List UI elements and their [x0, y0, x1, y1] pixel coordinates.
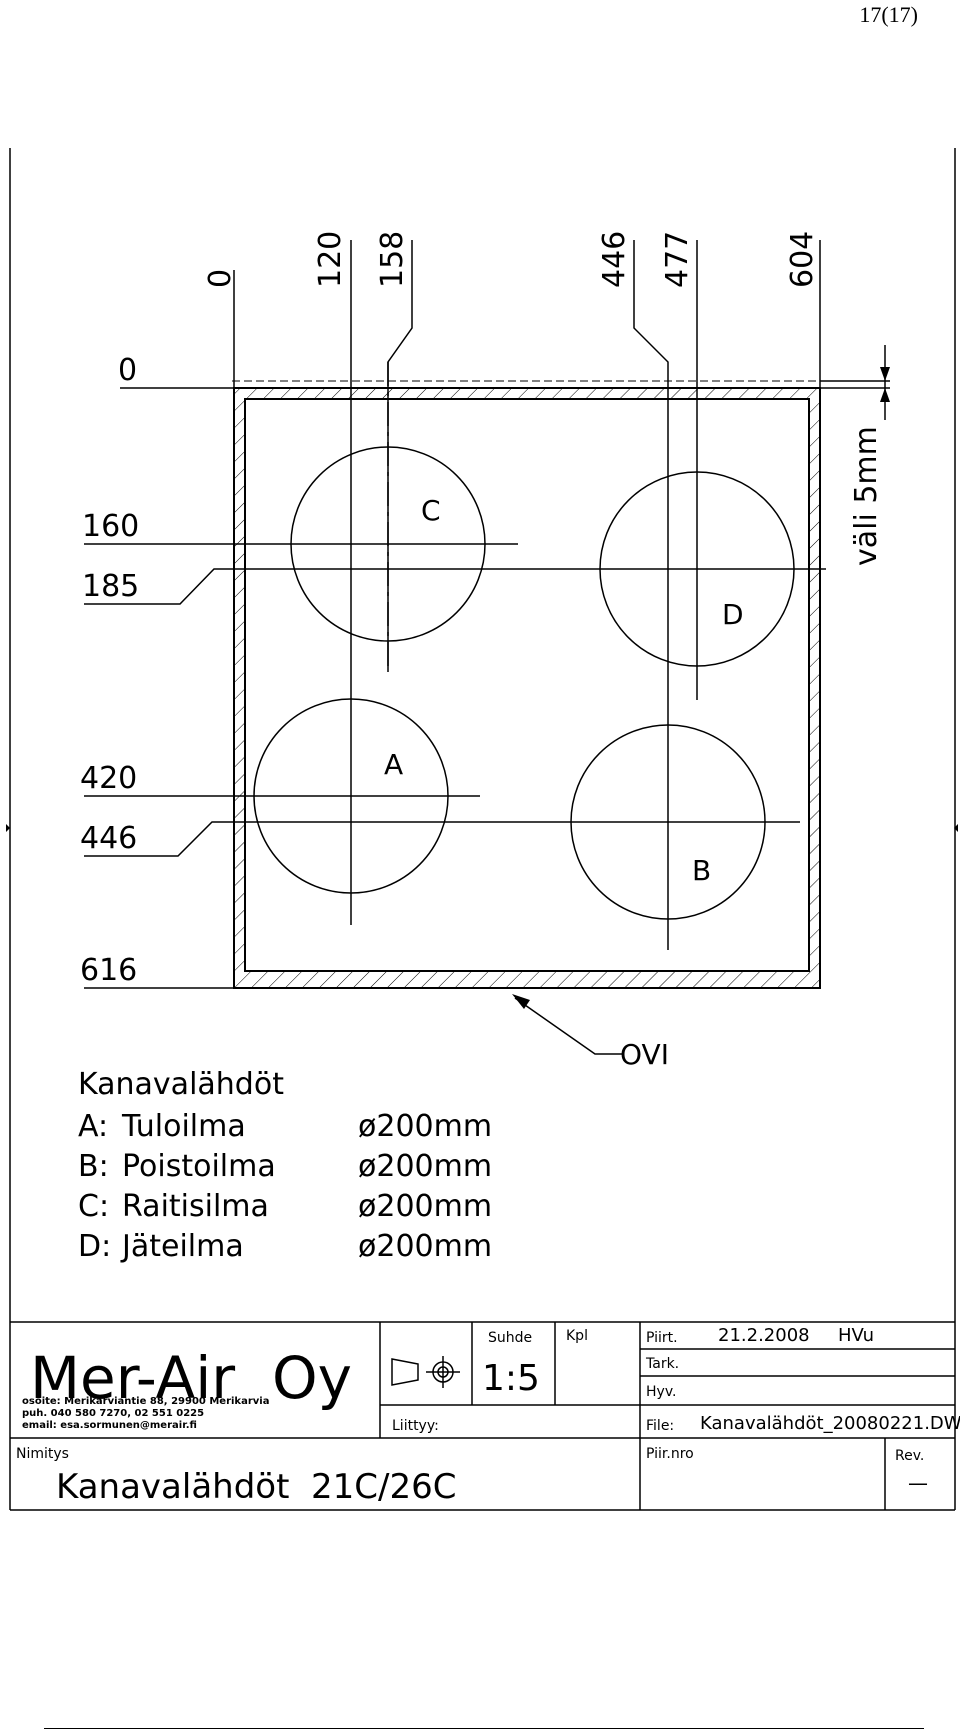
x-dimension-lines: [233, 240, 821, 950]
file-label: File:: [646, 1418, 674, 1434]
x-dim-158: 158: [375, 231, 410, 288]
approved-label: Hyv.: [646, 1384, 676, 1400]
legend-name-d: Jäteilma: [120, 1229, 244, 1264]
attach-label: Liittyy:: [392, 1418, 439, 1434]
projection-symbol-icon: [391, 1356, 460, 1388]
door-label: OVI: [620, 1038, 669, 1071]
legend-size-b: ø200mm: [358, 1149, 492, 1184]
rev-value: —: [908, 1471, 928, 1495]
y-dim-185: 185: [82, 569, 139, 604]
drawn-date: 21.2.2008: [718, 1325, 810, 1346]
legend-size-c: ø200mm: [358, 1189, 492, 1224]
opening-a-label: A: [384, 748, 403, 781]
y-dim-446: 446: [80, 821, 137, 856]
legend: Kanavalähdöt A: Tuloilma ø200mm B: Poist…: [78, 1067, 492, 1264]
page-number: 17(17): [859, 2, 918, 27]
y-dim-0: 0: [118, 353, 137, 388]
legend-code-b: B:: [78, 1149, 109, 1184]
y-dimension-lines: [84, 387, 890, 989]
drawn-label: Piirt.: [646, 1330, 678, 1346]
legend-name-b: Poistoilma: [122, 1149, 276, 1184]
file-name: Kanavalähdöt_20080221.DWG: [700, 1413, 960, 1434]
name-value: Kanavalähdöt 21C/26C: [56, 1467, 457, 1507]
drawing-no-label: Piir.nro: [646, 1446, 694, 1462]
title-block-grid: [10, 1322, 955, 1510]
name-label: Nimitys: [16, 1446, 69, 1462]
y-dim-420: 420: [80, 761, 137, 796]
legend-name-a: Tuloilma: [121, 1109, 246, 1144]
rev-label: Rev.: [895, 1448, 924, 1464]
x-dim-477: 477: [660, 231, 695, 288]
gap-label: väli 5mm: [849, 426, 884, 566]
x-dim-0: 0: [203, 269, 238, 288]
x-dim-120: 120: [313, 231, 348, 288]
legend-name-c: Raitisilma: [122, 1189, 269, 1224]
door-arrow-icon: [512, 994, 530, 1009]
address-line-3: email: esa.sormunen@merair.fi: [22, 1420, 197, 1431]
address-line-1: osoite: Merikarviantie 88, 29900 Merikar…: [22, 1396, 269, 1407]
legend-code-a: A:: [78, 1109, 108, 1144]
scale-label: Suhde: [488, 1330, 532, 1346]
door-leader: [514, 997, 622, 1055]
qty-label: Kpl: [566, 1328, 588, 1344]
opening-b-label: B: [692, 854, 711, 887]
gap-arrow-bottom: [880, 388, 890, 402]
legend-title: Kanavalähdöt: [78, 1067, 284, 1102]
legend-size-a: ø200mm: [358, 1109, 492, 1144]
scale-value: 1:5: [482, 1358, 540, 1399]
address-line-2: puh. 040 580 7270, 02 551 0225: [22, 1408, 204, 1419]
frame-marker-right: [954, 824, 958, 832]
legend-code-c: C:: [78, 1189, 109, 1224]
x-dim-446: 446: [597, 231, 632, 288]
y-dim-160: 160: [82, 509, 139, 544]
gap-dimension: [820, 345, 890, 420]
footer-rule: [44, 1728, 924, 1729]
legend-size-d: ø200mm: [358, 1229, 492, 1264]
box-wall: [232, 380, 822, 989]
company-logo: Mer-Air Oy: [30, 1344, 352, 1412]
legend-code-d: D:: [78, 1229, 111, 1264]
drawn-by: HVu: [838, 1325, 874, 1346]
centerlines: [245, 543, 826, 823]
x-dim-604: 604: [785, 231, 820, 288]
gap-arrow-top: [880, 367, 890, 381]
frame-marker-left: [6, 824, 10, 832]
opening-d-label: D: [722, 598, 744, 631]
y-dim-616: 616: [80, 953, 137, 988]
opening-c-label: C: [421, 494, 441, 527]
checked-label: Tark.: [645, 1356, 679, 1372]
